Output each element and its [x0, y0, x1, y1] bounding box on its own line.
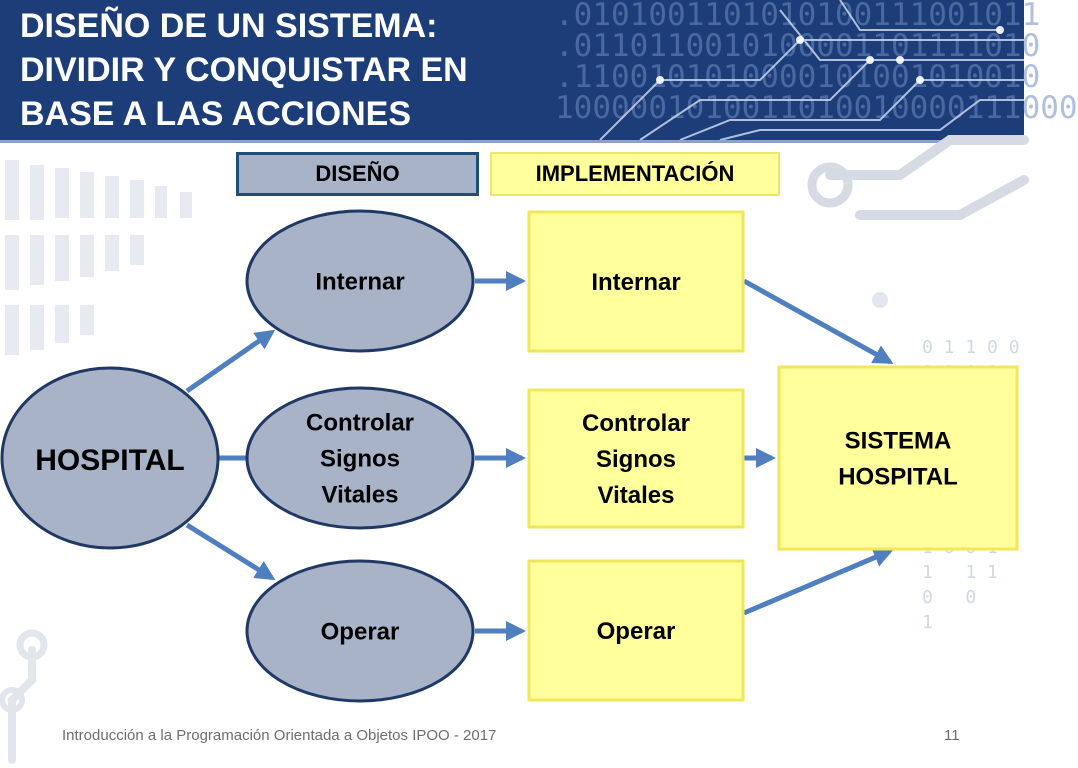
arrow-impl-system-internar	[742, 278, 894, 365]
title-line: DISEÑO DE UN SISTEMA:	[20, 7, 438, 45]
system-diagram: HOSPITAL InternarControlarSignosVitalesOp…	[0, 209, 1019, 703]
design-node	[245, 209, 475, 353]
implementation-column-label: IMPLEMENTACIÓN	[490, 152, 780, 196]
hospital-node-label: HOSPITAL	[35, 444, 184, 477]
design-node	[245, 559, 475, 703]
implementation-node-label: Operar	[597, 618, 676, 645]
design-node-label: Operar	[321, 618, 400, 645]
implementation-node-label: Signos	[596, 446, 676, 473]
title-line: DIVIDIR Y CONQUISTAR EN	[20, 51, 468, 89]
hospital-node	[0, 366, 220, 550]
design-node	[245, 386, 475, 530]
header-rule	[0, 140, 1024, 143]
system-node	[777, 365, 1019, 551]
arrow-hospital-internar	[185, 329, 276, 394]
slide-title: DISEÑO DE UN SISTEMA: DIVIDIR Y CONQUIST…	[20, 4, 580, 136]
implementation-node-label: Vitales	[598, 482, 675, 509]
binary-pattern: .0101001101010100111001011 .011011001010…	[555, 0, 1078, 126]
circuit-lines	[599, 0, 1024, 141]
arrow-hospital-operar	[185, 522, 276, 581]
implementation-node	[527, 559, 745, 702]
design-node-label: Controlar	[306, 409, 414, 436]
implementation-node-label: Controlar	[582, 410, 690, 437]
design-column-label: DISEÑO	[236, 152, 479, 196]
design-node-label: Signos	[320, 445, 400, 472]
implementation-node	[527, 388, 745, 529]
implementation-node	[527, 210, 745, 353]
system-node-label: HOSPITAL	[838, 463, 958, 490]
arrow-impl-system-operar	[743, 548, 894, 616]
title-banner: .0101001101010100111001011 .011011001010…	[0, 0, 1078, 141]
system-node-label: SISTEMA	[845, 427, 952, 454]
footer-course: Introducción a la Programación Orientada…	[62, 727, 497, 744]
title-line: BASE A LAS ACCIONES	[20, 95, 412, 133]
page-number: 11	[944, 727, 960, 744]
design-node-label: Vitales	[322, 481, 399, 508]
implementation-node-label: Internar	[591, 269, 680, 296]
design-node-label: Internar	[315, 268, 404, 295]
